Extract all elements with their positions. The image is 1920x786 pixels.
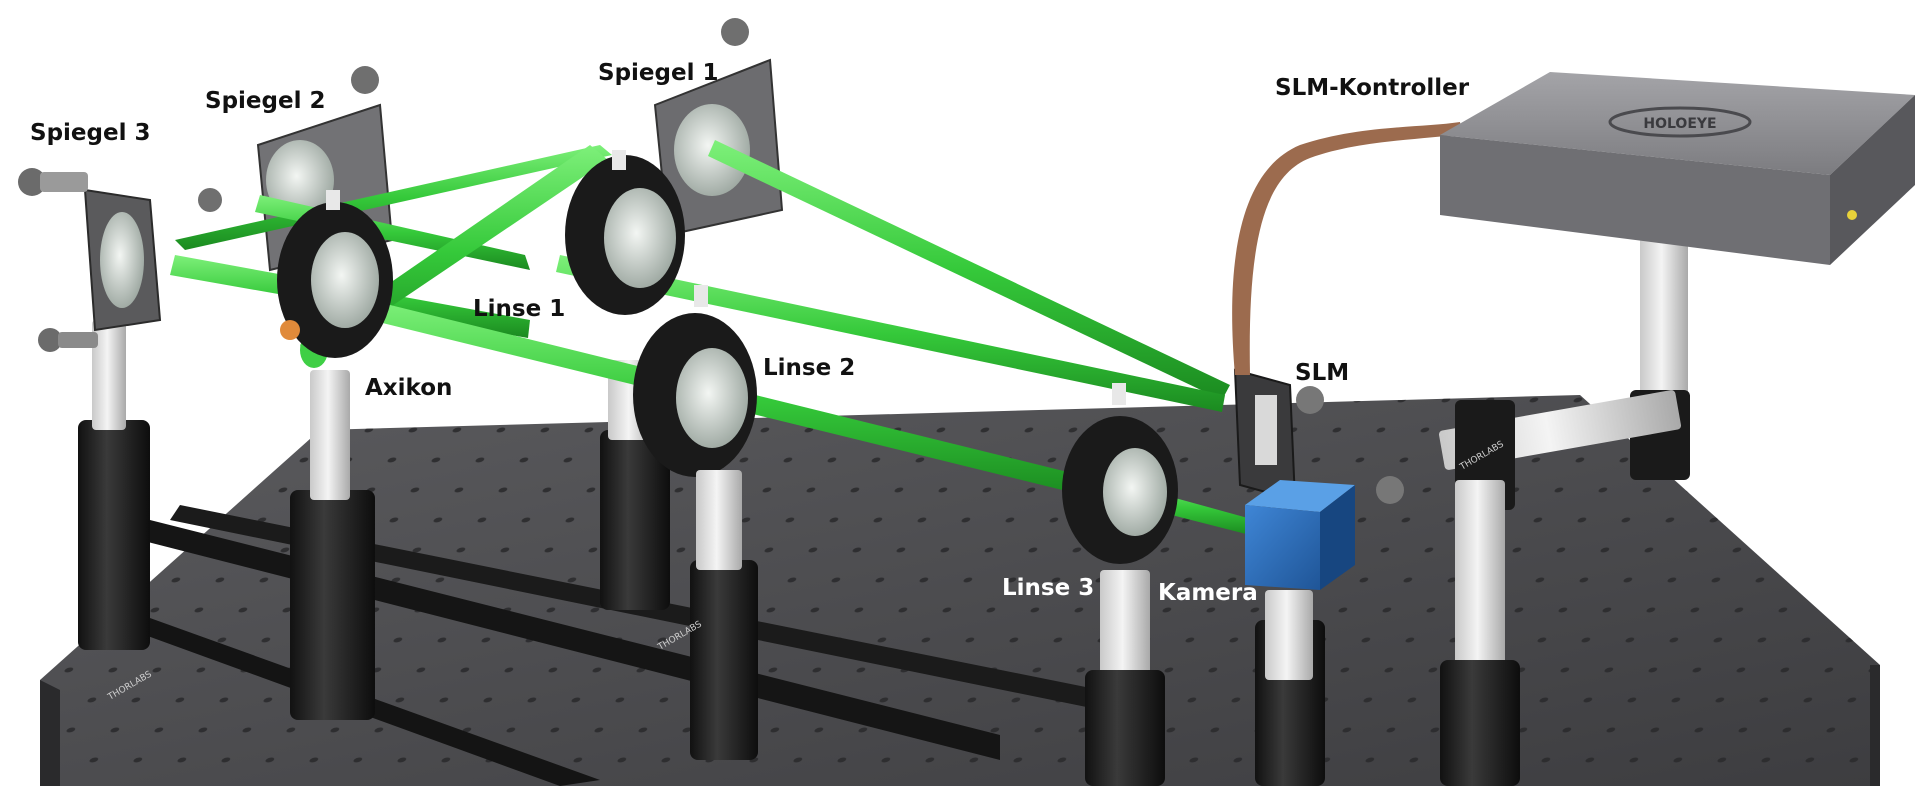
ribbon-cable: [1232, 122, 1462, 375]
label-axikon: Axikon: [365, 375, 452, 401]
axicon-assembly: [277, 190, 393, 720]
label-linse-2: Linse 2: [763, 355, 855, 381]
controller-stand: [1438, 225, 1690, 786]
lens-2-assembly: [633, 285, 758, 760]
optical-table: [40, 395, 1880, 786]
controller-brand: HOLOEYE: [1643, 116, 1716, 132]
label-spiegel-3: Spiegel 3: [30, 120, 150, 146]
label-slm-kontroller: SLM-Kontroller: [1275, 75, 1470, 101]
laser-beams: [170, 140, 1255, 535]
lens-3-assembly: [1062, 383, 1178, 786]
label-linse-3: Linse 3: [1002, 575, 1094, 601]
label-linse-1: Linse 1: [473, 296, 565, 322]
label-slm: SLM: [1295, 360, 1349, 386]
label-spiegel-1: Spiegel 1: [598, 60, 718, 86]
label-kamera: Kamera: [1158, 580, 1258, 606]
mirror-3-assembly: [18, 168, 162, 650]
slm-controller: HOLOEYE: [1440, 72, 1915, 265]
lens-1-assembly: [565, 150, 685, 315]
labels: Spiegel 3 Spiegel 2 Spiegel 1 SLM-Kontro…: [30, 60, 1470, 606]
camera: [1245, 480, 1355, 680]
label-spiegel-2: Spiegel 2: [205, 88, 325, 114]
